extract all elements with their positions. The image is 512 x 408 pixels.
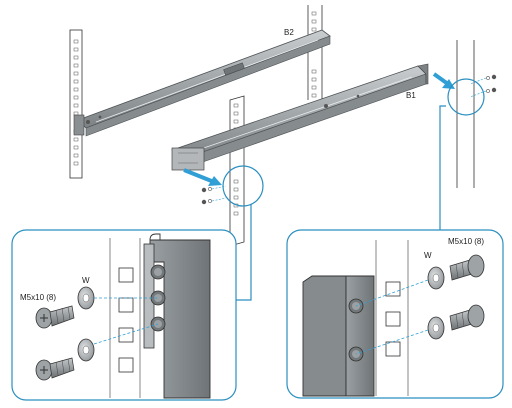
detail-rack-post-left xyxy=(109,238,141,398)
label-right-washer: W xyxy=(424,251,432,260)
rail-b1 xyxy=(171,63,429,171)
detail-bracket-left xyxy=(143,233,211,399)
rack-post-rear-left xyxy=(69,29,83,179)
label-left-screw-spec: M5x10 (8) xyxy=(20,293,56,302)
zoom-indicator-right xyxy=(439,78,485,230)
detail-panel-left: W M5x10 (8) xyxy=(11,229,237,401)
detail-bracket-right xyxy=(302,275,375,397)
loose-screws-left xyxy=(201,185,227,205)
label-left-washer: W xyxy=(82,276,90,285)
rack-post-front-right xyxy=(456,40,475,188)
washer-right-upper xyxy=(427,266,445,290)
screw-right-upper xyxy=(449,254,485,281)
detail-rack-post-right xyxy=(375,240,409,396)
rack-post-front-middle xyxy=(229,95,245,247)
rail-b2 xyxy=(73,29,331,137)
detail-panel-right: W M5x10 (8) xyxy=(286,229,504,399)
washer-left-upper xyxy=(77,286,95,310)
label-right-screw-spec: M5x10 (8) xyxy=(448,237,484,246)
loose-screws-right xyxy=(469,74,497,98)
screw-right-lower xyxy=(449,304,485,331)
label-rail-b2: B2 xyxy=(284,28,294,37)
washer-left-lower xyxy=(77,338,95,362)
insert-line-right-lower xyxy=(355,329,429,355)
zoom-indicator-left xyxy=(222,165,264,301)
screw-left-lower xyxy=(35,357,75,381)
washer-right-lower xyxy=(427,316,445,340)
install-arrow-left xyxy=(183,168,222,186)
screw-left-upper xyxy=(35,305,75,329)
label-rail-b1: B1 xyxy=(406,91,416,100)
rack-post-rear-right xyxy=(307,5,323,100)
insert-line-right-upper xyxy=(355,279,429,307)
insert-line-left-lower xyxy=(93,323,159,345)
